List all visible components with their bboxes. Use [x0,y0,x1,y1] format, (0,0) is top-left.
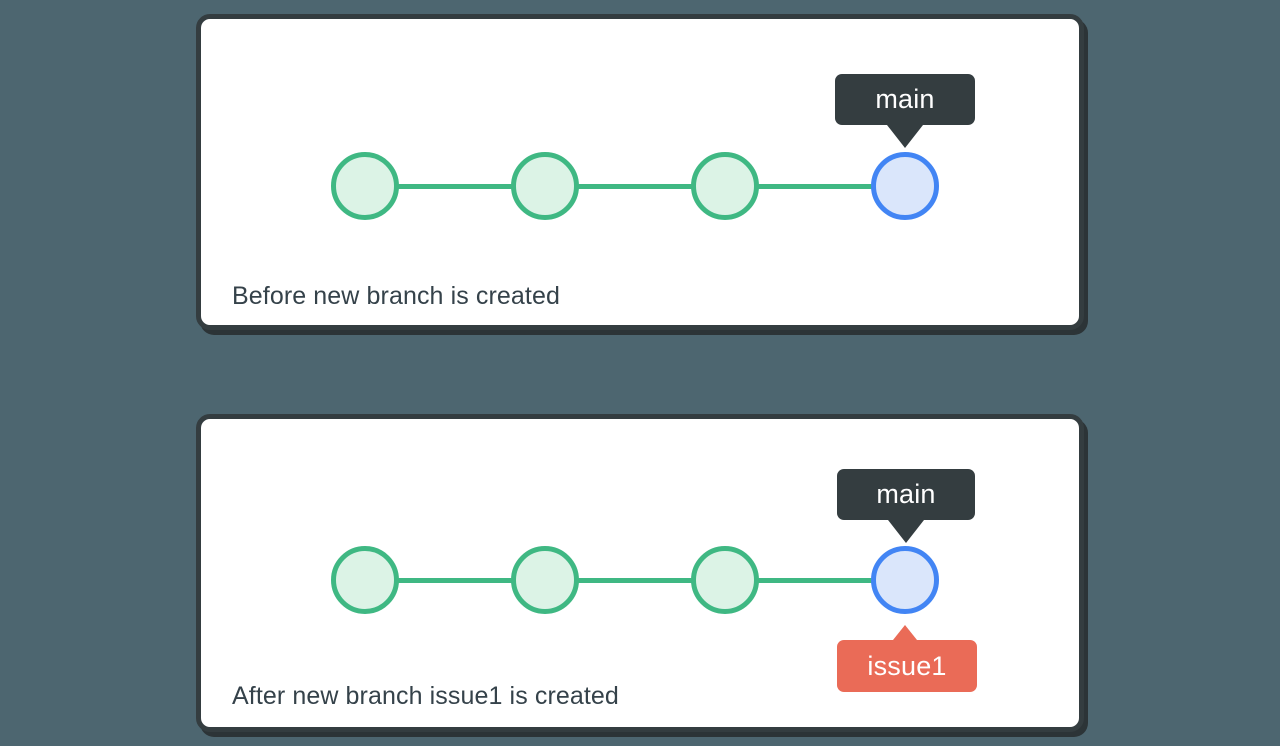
commit-node-head[interactable] [871,546,939,614]
panel-after-caption: After new branch issue1 is created [232,682,619,710]
edge-c2-c3 [549,578,729,583]
branch-label-main-pointer-icon [887,125,923,148]
panel-after-branch: main issue1 After new branch issue1 is c… [196,414,1084,732]
branch-label-main[interactable]: main [835,74,975,125]
commit-node-1[interactable] [331,152,399,220]
commit-node-2[interactable] [511,152,579,220]
branch-label-main[interactable]: main [837,469,975,520]
branch-label-main-pointer-icon [888,520,924,543]
panel-before-caption: Before new branch is created [232,282,560,310]
branch-label-issue1-pointer-icon [885,625,925,650]
branch-label-issue1[interactable]: issue1 [837,640,977,692]
edge-c3-c4 [729,578,909,583]
commit-node-head[interactable] [871,152,939,220]
commit-node-3[interactable] [691,152,759,220]
edge-c2-c3 [549,184,729,189]
commit-node-1[interactable] [331,546,399,614]
commit-graph-after: main issue1 [201,419,1079,727]
edge-c1-c2 [369,578,549,583]
edge-c1-c2 [369,184,549,189]
commit-node-2[interactable] [511,546,579,614]
edge-c3-c4 [729,184,909,189]
commit-graph-before: main [201,19,1079,325]
commit-node-3[interactable] [691,546,759,614]
panel-before-branch: main Before new branch is created [196,14,1084,330]
